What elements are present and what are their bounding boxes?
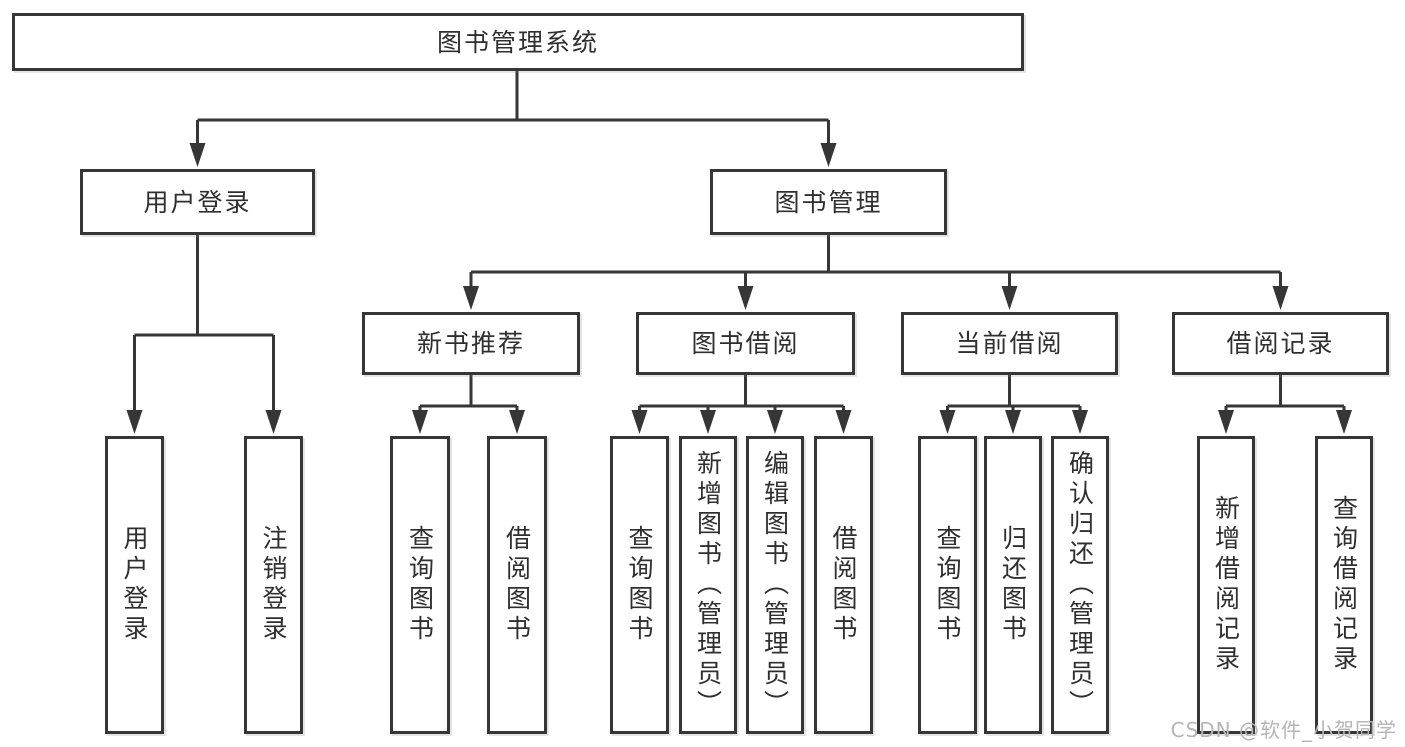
leaf-edit-book-admin-label: 编辑图书（管理员） <box>760 450 790 720</box>
leaf-confirm-return-admin-label: 确认归还（管理员） <box>1065 450 1095 720</box>
leaf-borrow-books-borrowing: 借阅图书 <box>814 436 873 734</box>
leaf-query-books-recommend: 查询图书 <box>390 436 450 734</box>
leaf-add-borrow-record: 新增借阅记录 <box>1197 436 1255 734</box>
leaf-query-books-recommend-label: 查询图书 <box>405 525 435 645</box>
leaf-add-borrow-record-label: 新增借阅记录 <box>1211 495 1241 675</box>
leaf-return-books: 归还图书 <box>984 436 1042 734</box>
node-current-borrowing: 当前借阅 <box>901 312 1118 375</box>
leaf-logout: 注销登录 <box>244 436 303 734</box>
node-book-borrowing: 图书借阅 <box>636 312 855 375</box>
node-user-login: 用户登录 <box>80 169 315 235</box>
leaf-query-borrow-record: 查询借阅记录 <box>1315 436 1373 734</box>
leaf-query-books-borrowing: 查询图书 <box>610 436 669 734</box>
csdn-watermark: CSDN @软件_小贺同学 <box>1170 718 1397 742</box>
leaf-borrow-books-recommend: 借阅图书 <box>487 436 547 734</box>
leaf-query-borrow-record-label: 查询借阅记录 <box>1329 495 1359 675</box>
leaf-query-books-current-label: 查询图书 <box>933 525 962 645</box>
node-current-borrowing-label: 当前借阅 <box>955 329 1064 358</box>
leaf-query-books-borrowing-label: 查询图书 <box>625 525 654 645</box>
leaf-query-books-current: 查询图书 <box>918 436 977 734</box>
node-new-book-recommend-label: 新书推荐 <box>416 329 525 358</box>
leaf-return-books-label: 归还图书 <box>998 525 1028 645</box>
leaf-user-login: 用户登录 <box>105 436 164 734</box>
leaf-logout-label: 注销登录 <box>259 525 288 645</box>
leaf-confirm-return-admin: 确认归还（管理员） <box>1051 436 1109 734</box>
leaf-add-book-admin-label: 新增图书（管理员） <box>693 450 723 720</box>
node-new-book-recommend: 新书推荐 <box>362 312 580 375</box>
leaf-user-login-label: 用户登录 <box>120 525 149 645</box>
node-root: 图书管理系统 <box>12 13 1024 71</box>
node-book-borrowing-label: 图书借阅 <box>691 329 800 358</box>
node-borrowing-records-label: 借阅记录 <box>1226 329 1335 358</box>
node-book-management-label: 图书管理 <box>774 187 883 217</box>
node-root-label: 图书管理系统 <box>436 27 599 57</box>
node-borrowing-records: 借阅记录 <box>1172 312 1389 375</box>
node-book-management: 图书管理 <box>710 169 947 235</box>
leaf-add-book-admin: 新增图书（管理员） <box>679 436 737 734</box>
leaf-borrow-books-borrowing-label: 借阅图书 <box>829 525 858 645</box>
leaf-borrow-books-recommend-label: 借阅图书 <box>502 525 532 645</box>
node-user-login-label: 用户登录 <box>143 187 252 217</box>
leaf-edit-book-admin: 编辑图书（管理员） <box>746 436 804 734</box>
